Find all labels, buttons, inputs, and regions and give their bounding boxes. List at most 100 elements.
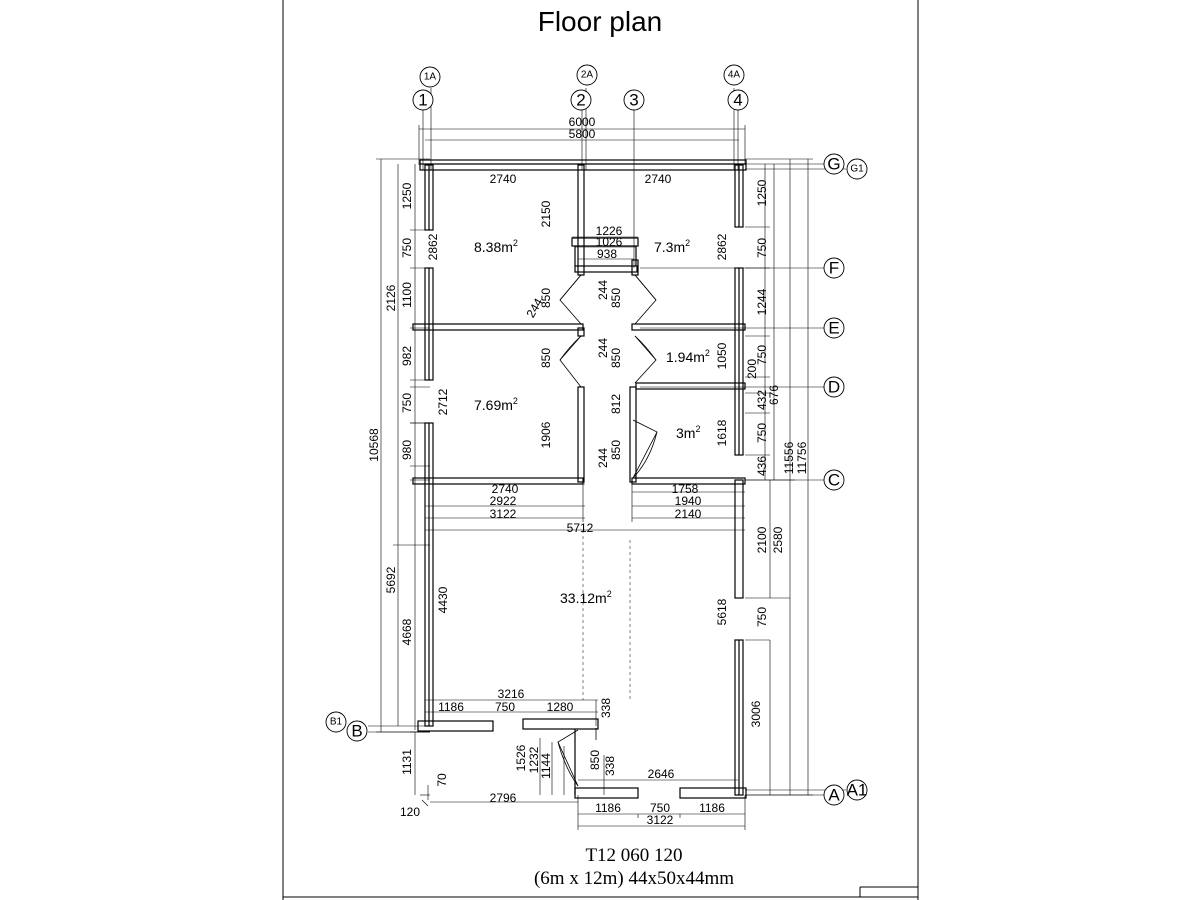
grid-label-a: A [828, 786, 840, 805]
dim-f3122: 3122 [647, 813, 674, 827]
grid-bubble-b [346, 720, 368, 742]
dim-r3006: 3006 [749, 700, 763, 727]
dim-b5712: 5712 [567, 521, 594, 535]
dim-l5692: 5692 [384, 566, 398, 593]
dim-r1244: 1244 [755, 288, 769, 315]
model-size: (6m x 12m) 44x50x44mm [533, 868, 735, 889]
dim-l4668: 4668 [400, 618, 414, 645]
sheet-border [282, 0, 919, 900]
dim-b2140: 2140 [675, 507, 702, 521]
dim-l1250: 1250 [400, 182, 414, 209]
grid-label-1a: 1A [424, 72, 437, 83]
dim-b2922: 2922 [490, 494, 517, 508]
dim-b1940: 1940 [675, 494, 702, 508]
dim-d1906: 1906 [539, 421, 553, 448]
dim-l4430: 4430 [436, 586, 450, 613]
dim-d850b: 850 [539, 348, 553, 368]
dim-r2580: 2580 [771, 526, 785, 553]
grid-bubble-d [823, 376, 845, 398]
grid-label-b: B [351, 722, 362, 741]
grid-label-3: 3 [629, 91, 638, 110]
dim-l2126: 2126 [384, 284, 398, 311]
room-area-6: 33.12m2 [560, 589, 612, 606]
dim-l982: 982 [400, 346, 414, 366]
dim-overall-width: 6000 [569, 115, 596, 129]
grid-label-e: E [828, 319, 839, 338]
room-area-2: 7.3m2 [654, 238, 690, 255]
dim-d850e: 850 [609, 440, 623, 460]
grid-label-b1: B1 [330, 717, 343, 728]
dim-b2740: 2740 [492, 482, 519, 496]
dim-f1186b: 1186 [699, 801, 725, 815]
dim-l10568: 10568 [367, 428, 381, 462]
grid-label-d: D [828, 378, 840, 397]
grid-bubble-g1 [846, 158, 868, 180]
dim-l980: 980 [400, 440, 414, 460]
exterior-walls [417, 159, 747, 799]
grid-bubble-f [823, 257, 845, 279]
dim-l750b: 750 [400, 393, 414, 413]
dim-l2862a: 2862 [426, 233, 440, 260]
dim-e750: 750 [495, 700, 515, 714]
dim-r200: 200 [745, 359, 759, 379]
dim-e1232: 1232 [527, 746, 541, 773]
dim-l70: 70 [435, 773, 449, 787]
dim-r436: 436 [755, 456, 769, 476]
grid-bubbles [325, 64, 868, 806]
dim-e1280: 1280 [547, 700, 574, 714]
dimension-lines [376, 125, 813, 830]
room-area-1: 8.38m2 [474, 238, 518, 255]
dim-f1186a: 1186 [595, 801, 621, 815]
dim-d812: 812 [609, 394, 623, 414]
model-code: T12 060 120 [585, 845, 683, 866]
grid-label-2a: 2A [581, 70, 594, 81]
grid-bubble-2a [576, 64, 598, 86]
dim-m5618: 5618 [715, 598, 729, 625]
doors [557, 274, 658, 787]
dim-r11556: 11556 [782, 441, 796, 474]
dim-e1526: 1526 [514, 744, 528, 771]
grid-bubble-4 [727, 89, 749, 111]
dim-l2862b: 2862 [715, 233, 729, 260]
dim-b3122: 3122 [490, 507, 517, 521]
grid-bubble-a [823, 784, 845, 806]
room-area-3: 1.94m2 [666, 348, 710, 365]
vertical-dimensions: 10568 2126 5692 1250 750 1100 982 750 98… [367, 179, 809, 786]
dim-b1758: 1758 [672, 482, 699, 496]
dim-r750c: 750 [755, 423, 769, 443]
dim-d850d: 850 [609, 348, 623, 368]
dim-r432: 432 [755, 390, 769, 410]
dim-inner-width: 5800 [569, 127, 596, 141]
room-area-4: 7.69m2 [474, 396, 518, 413]
interior-walls [412, 164, 746, 485]
grid-label-4a: 4A [728, 70, 741, 81]
grid-bubble-3 [623, 89, 645, 111]
dim-e338b: 338 [603, 756, 617, 776]
dim-top-left-room: 2740 [490, 172, 517, 186]
dim-r676: 676 [767, 385, 781, 405]
dim-d1618: 1618 [715, 419, 729, 446]
grid-label-2: 2 [576, 91, 585, 110]
grid-label-a1: A1 [847, 781, 868, 800]
grid-labels: 1A 1 2A 2 3 4A 4 G G1 F E D C B1 B A A1 [330, 70, 868, 805]
dim-r11756: 11756 [795, 441, 809, 474]
dim-d244c: 244 [596, 338, 610, 358]
dim-r750b: 750 [755, 345, 769, 365]
grid-bubble-a1 [846, 779, 868, 801]
grid-label-1: 1 [418, 91, 427, 110]
grid-bubble-1a [419, 66, 441, 88]
dim-e850: 850 [588, 750, 602, 770]
dim-l750a: 750 [400, 238, 414, 258]
horizontal-dimensions: 6000 5800 2740 2740 1226 1026 938 2740 2… [400, 115, 725, 827]
grid-bubble-4a [723, 64, 745, 86]
open-area-dividers [582, 530, 631, 700]
grid-bubble-e [823, 317, 845, 339]
grid-bubble-c [823, 469, 845, 491]
dim-e2796: 2796 [490, 791, 517, 805]
dim-r750d: 750 [755, 607, 769, 627]
grid-bubble-2 [570, 89, 592, 111]
dim-e1144: 1144 [539, 753, 553, 779]
dim-l2150: 2150 [539, 200, 553, 227]
dim-l1131: 1131 [400, 749, 414, 775]
